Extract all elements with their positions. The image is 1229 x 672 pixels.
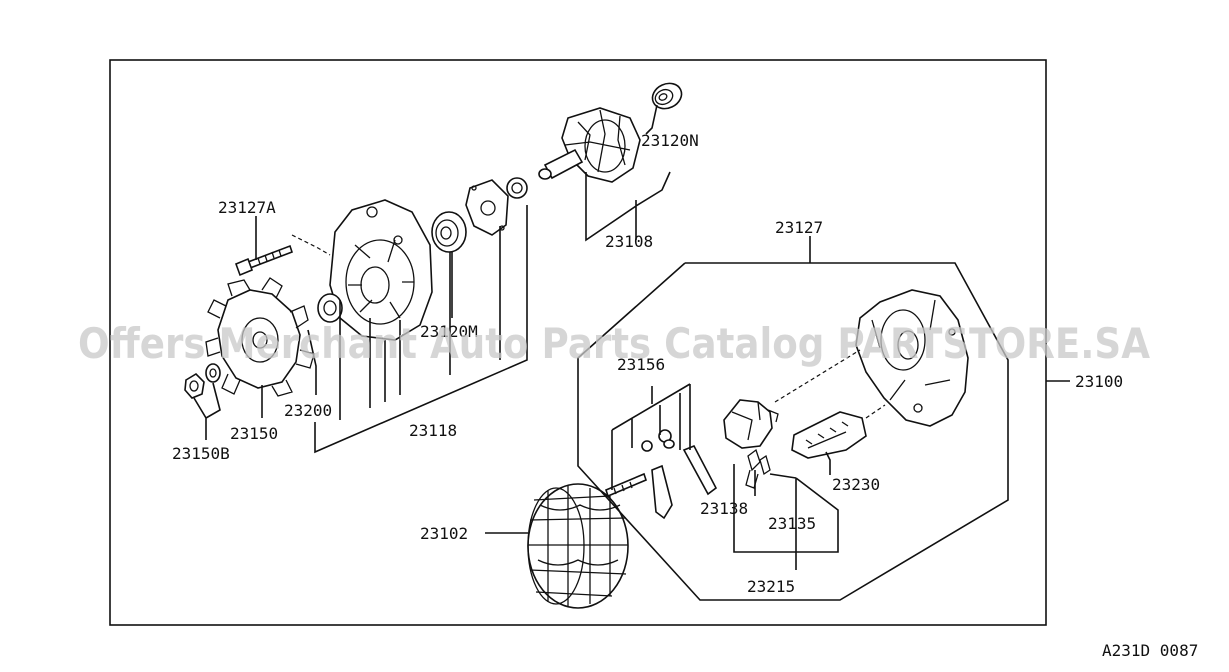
- leader-lines: [193, 104, 1070, 601]
- terminal-washer[interactable]: [658, 429, 675, 449]
- bearing-23120M[interactable]: [431, 211, 467, 253]
- stator-23102[interactable]: [527, 483, 629, 609]
- label-23230: 23230: [832, 475, 880, 494]
- fan-23200[interactable]: [205, 277, 315, 397]
- bearing-23120N[interactable]: [648, 79, 685, 113]
- label-23150: 23150: [230, 424, 278, 443]
- terminal-plate[interactable]: [651, 444, 718, 520]
- label-23215: 23215: [747, 577, 795, 596]
- rectifier-23230[interactable]: [791, 404, 886, 459]
- watermark-text: Offers Merchant Auto Parts Catalog PARTS…: [78, 319, 1150, 368]
- figure-code: A231D 0087: [1102, 641, 1198, 660]
- retainer-plate[interactable]: [465, 179, 509, 236]
- brush-holder[interactable]: [723, 399, 779, 449]
- label-23120N: 23120N: [641, 131, 699, 150]
- label-23108: 23108: [605, 232, 653, 251]
- spring-23135[interactable]: [759, 454, 771, 476]
- label-23138: 23138: [700, 499, 748, 518]
- terminal-nut[interactable]: [641, 440, 653, 452]
- label-23150B: 23150B: [172, 444, 230, 463]
- diagram-frame: [109, 59, 1047, 626]
- bolt-23127A[interactable]: [234, 234, 331, 277]
- brush-23138[interactable]: [745, 448, 761, 489]
- label-23100: 23100: [1075, 372, 1123, 391]
- rotor-23108[interactable]: [538, 107, 641, 183]
- nut-23150B[interactable]: [184, 372, 205, 399]
- bearing-small-right[interactable]: [506, 177, 528, 199]
- seal-ring[interactable]: [317, 293, 343, 323]
- label-23200: 23200: [284, 401, 332, 420]
- washer-23150[interactable]: [205, 363, 221, 383]
- label-23120M: 23120M: [420, 322, 478, 341]
- label-23118: 23118: [409, 421, 457, 440]
- label-23102: 23102: [420, 524, 468, 543]
- label-23135: 23135: [768, 514, 816, 533]
- label-23156: 23156: [617, 355, 665, 374]
- terminal-bolt[interactable]: [605, 472, 647, 498]
- label-23127: 23127: [775, 218, 823, 237]
- label-23127A: 23127A: [218, 198, 276, 217]
- rear-housing-23127[interactable]: [774, 289, 969, 427]
